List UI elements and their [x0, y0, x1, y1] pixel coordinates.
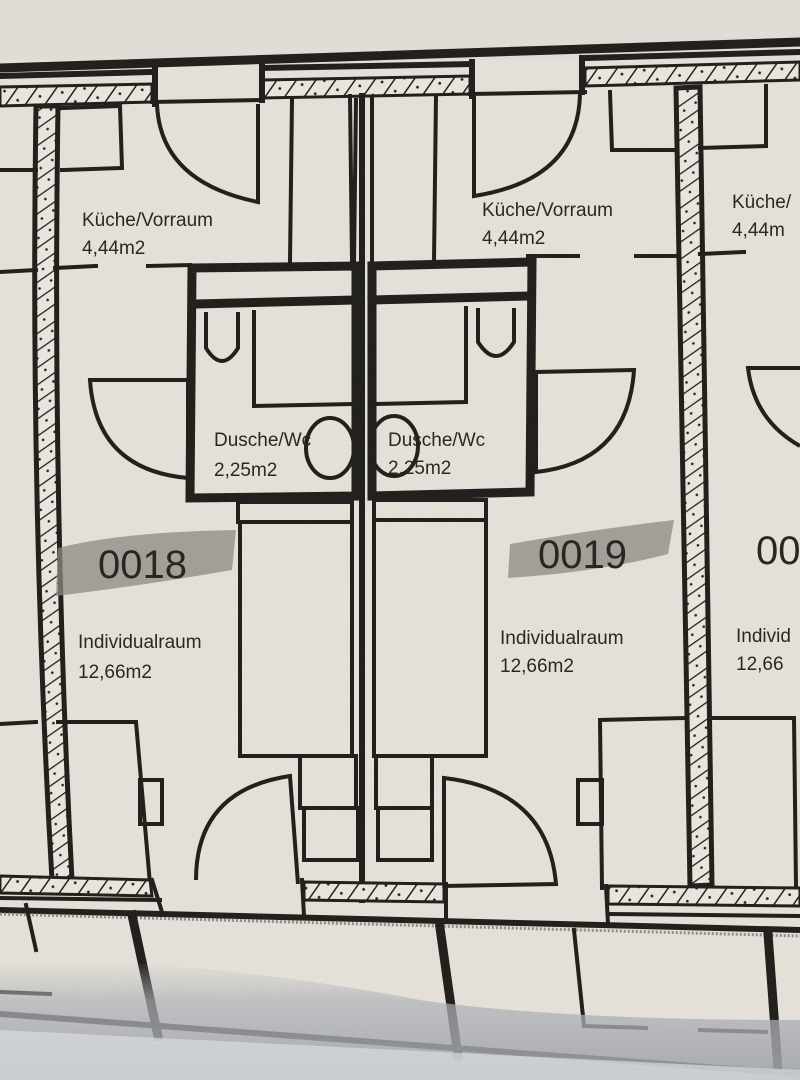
unit-0018-room-name: Individualraum: [78, 632, 202, 653]
unit-partial-kitchen-name: Küche/: [732, 192, 792, 213]
unit-0018-room-area: 12,66m2: [78, 662, 152, 683]
unit-0018-kitchen-area: 4,44m2: [82, 238, 145, 259]
unit-0019-number: 0019: [538, 533, 627, 577]
unit-0019-room-area: 12,66m2: [500, 656, 574, 677]
unit-partial-number: 00: [756, 529, 800, 573]
unit-0018-bathroom-area: 2,25m2: [214, 460, 277, 481]
unit-0018-bathroom-name: Dusche/Wc: [214, 430, 311, 451]
unit-0018-kitchen-name: Küche/Vorraum: [82, 210, 213, 231]
unit-0018-number: 0018: [98, 543, 187, 587]
unit-partial-kitchen-area: 4,44m: [732, 220, 785, 241]
unit-0019-kitchen-area: 4,44m2: [482, 228, 545, 249]
unit-0019-bathroom-name: Dusche/Wc: [388, 430, 485, 451]
unit-0019-room-name: Individualraum: [500, 628, 624, 649]
unit-0019-bathroom-area: 2,25m2: [388, 458, 451, 479]
unit-0019-kitchen-name: Küche/Vorraum: [482, 200, 613, 221]
unit-partial-room-area: 12,66: [736, 654, 784, 675]
unit-partial-room-name: Individ: [736, 626, 791, 647]
